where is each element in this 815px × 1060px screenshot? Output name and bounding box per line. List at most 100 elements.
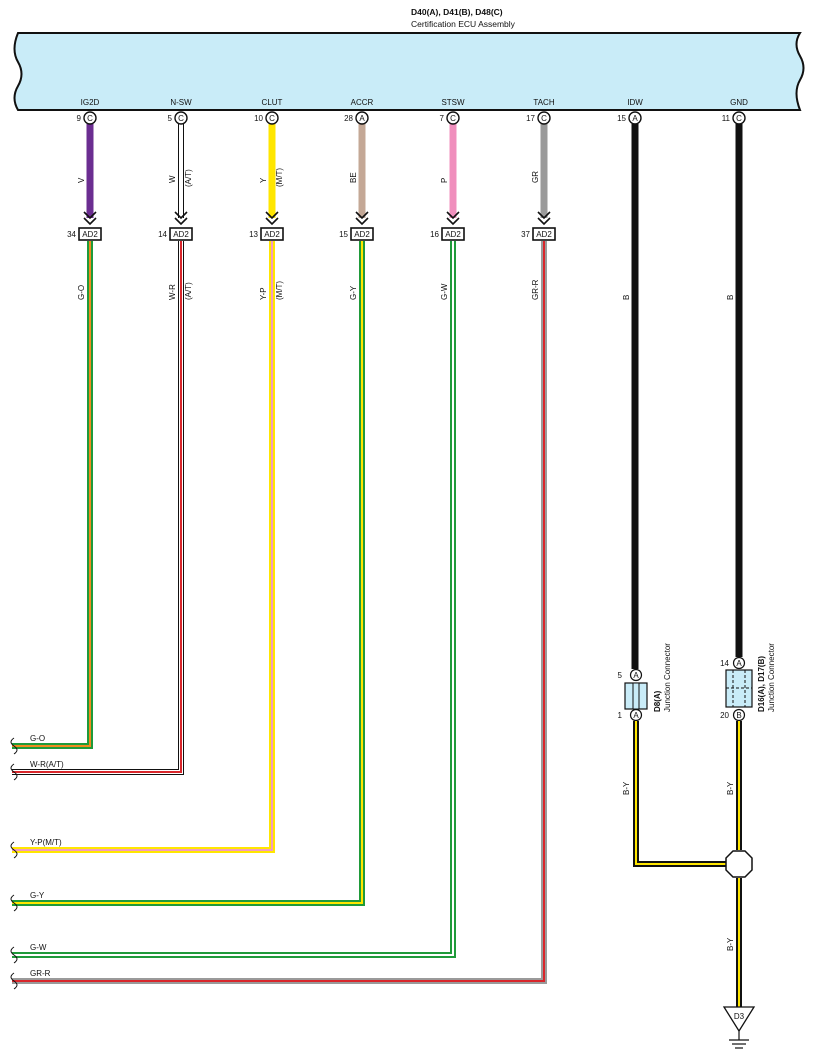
- terminals-layer: G-OAD234G-OIG2DC9VW-R(A/T)AD214W-R(A/T)N…: [30, 98, 748, 978]
- end-label-ig2d: G-O: [30, 734, 45, 743]
- tracer-tach: [12, 241, 545, 982]
- upper-wire-note-n-sw: (A/T): [184, 169, 193, 187]
- mid-pin-clut: 13: [249, 230, 258, 239]
- junction-d8-top-pin: 5: [618, 671, 623, 680]
- pin-circle-stsw: [446, 111, 460, 125]
- pin-circle-gnd: [732, 111, 746, 125]
- end-label-clut: Y-P(M/T): [30, 838, 62, 847]
- mid-pin-tach: 37: [521, 230, 530, 239]
- junction-d8-out-wire: B-Y: [622, 781, 631, 795]
- junction-d8-inner: [632, 682, 640, 710]
- connector-arrow-accr: [355, 211, 369, 226]
- terminal-label-stsw: STSW: [441, 98, 465, 107]
- ground-wire-label: B-Y: [726, 937, 735, 951]
- end-label-n-sw: W-R(A/T): [30, 760, 64, 769]
- junction-d8-bottom-pin: 1: [618, 711, 623, 720]
- upper-wire-label-n-sw: W: [168, 175, 177, 183]
- mid-connector-label-n-sw: AD2: [173, 230, 189, 239]
- junction-d16-bottom-pin: 20: [720, 711, 729, 720]
- upper-wire-label-accr: BE: [349, 172, 358, 183]
- lower-wire-ig2d: [12, 241, 93, 749]
- pin-number-accr: 28: [344, 114, 353, 123]
- ecu-name: Certification ECU Assembly: [411, 19, 516, 29]
- connector-arrow-ig2d: [83, 211, 97, 226]
- upper-wire-note-clut: (M/T): [275, 168, 284, 187]
- upper-wire-label-clut: Y: [259, 177, 268, 183]
- junction-d8-top-circle: [629, 668, 643, 682]
- connector-arrow-clut: [265, 211, 279, 226]
- wire-break-accr: [10, 894, 18, 912]
- ground-harness: B-Y B-Y B-Y D3: [622, 721, 756, 1049]
- mid-connector-tach: [532, 227, 556, 241]
- junction-d8-ref: D8(A): [653, 690, 662, 712]
- lower-wire-label-tach: GR-R: [531, 279, 540, 300]
- mid-pin-n-sw: 14: [158, 230, 167, 239]
- pin-connector-clut: C: [269, 114, 275, 123]
- lower-wire-note-clut: (M/T): [275, 281, 284, 300]
- lower-wire-clut: [12, 241, 275, 853]
- mid-connector-label-ig2d: AD2: [82, 230, 98, 239]
- pin-connector-n-sw: C: [178, 114, 184, 123]
- lower-wire-label-clut: Y-P: [259, 287, 268, 300]
- end-label-stsw: G-W: [30, 943, 47, 952]
- lower-wire-accr: [12, 241, 365, 906]
- splice-point: [725, 850, 753, 878]
- terminal-label-idw: IDW: [627, 98, 643, 107]
- junction-d16-top-circle: [732, 656, 746, 670]
- ecu-box: [13, 32, 805, 111]
- junction-connector-d8: A 5 A 1 D8(A) Junction Connector: [618, 643, 672, 722]
- pin-connector-idw: A: [632, 114, 638, 123]
- mid-connector-label-accr: AD2: [354, 230, 370, 239]
- pin-circle-idw: [628, 111, 642, 125]
- pin-number-ig2d: 9: [77, 114, 82, 123]
- pin-circle-clut: [265, 111, 279, 125]
- pin-circle-tach: [537, 111, 551, 125]
- lower-wire-label-n-sw: W-R: [168, 284, 177, 300]
- wire-break-stsw: [10, 946, 18, 964]
- mid-connector-label-tach: AD2: [536, 230, 552, 239]
- upper-wire-label-tach: GR: [531, 171, 540, 183]
- junction-d8-top-conn: A: [633, 671, 639, 680]
- connector-arrow-stsw: [446, 211, 460, 226]
- ground-ref: D3: [734, 1012, 745, 1021]
- mid-connector-stsw: [441, 227, 465, 241]
- mid-connector-accr: [350, 227, 374, 241]
- junction-d16-name: Junction Connector: [767, 643, 776, 712]
- end-label-tach: GR-R: [30, 969, 51, 978]
- lower-wire-n-sw: [12, 241, 183, 774]
- wire-break-n-sw: [10, 763, 18, 781]
- upper-wire-label-stsw: P: [440, 178, 449, 183]
- pin-number-clut: 10: [254, 114, 263, 123]
- mid-pin-ig2d: 34: [67, 230, 76, 239]
- ecu-connector-refs: D40(A), D41(B), D48(C): [411, 7, 503, 17]
- wire-break-tach: [10, 972, 18, 990]
- mid-connector-n-sw: [169, 227, 193, 241]
- wire-break-clut: [10, 841, 18, 859]
- terminal-label-n-sw: N-SW: [170, 98, 192, 107]
- terminal-label-gnd: GND: [730, 98, 748, 107]
- terminal-label-ig2d: IG2D: [81, 98, 100, 107]
- junction-d16-out-wire: B-Y: [726, 781, 735, 795]
- pin-number-idw: 15: [617, 114, 626, 123]
- wires-layer: [10, 124, 743, 990]
- junction-d8-bottom-conn: A: [633, 711, 639, 720]
- mid-pin-stsw: 16: [430, 230, 439, 239]
- upper-wire-label-idw: B: [622, 295, 631, 300]
- tracer-ig2d: [12, 241, 91, 747]
- mid-connector-ig2d: [78, 227, 102, 241]
- junction-d16-bottom-conn: B: [736, 711, 741, 720]
- pin-connector-gnd: C: [736, 114, 742, 123]
- upper-wire-label-ig2d: V: [77, 177, 86, 183]
- lower-wire-label-stsw: G-W: [440, 283, 449, 300]
- junction-d16-ref: D16(A), D17(B): [757, 656, 766, 712]
- junction-d16-top-pin: 14: [720, 659, 729, 668]
- lower-wire-note-n-sw: (A/T): [184, 282, 193, 300]
- mid-connector-clut: [260, 227, 284, 241]
- junction-d16-bottom-circle: [732, 708, 746, 722]
- tracer-clut: [12, 241, 273, 851]
- junction-connector-d16-d17: A 14 B 20 D16(A), D17(B) Junction Connec…: [720, 643, 776, 722]
- junction-d8-bottom-circle: [629, 708, 643, 722]
- upper-wire-label-gnd: B: [726, 295, 735, 300]
- pin-circle-n-sw: [174, 111, 188, 125]
